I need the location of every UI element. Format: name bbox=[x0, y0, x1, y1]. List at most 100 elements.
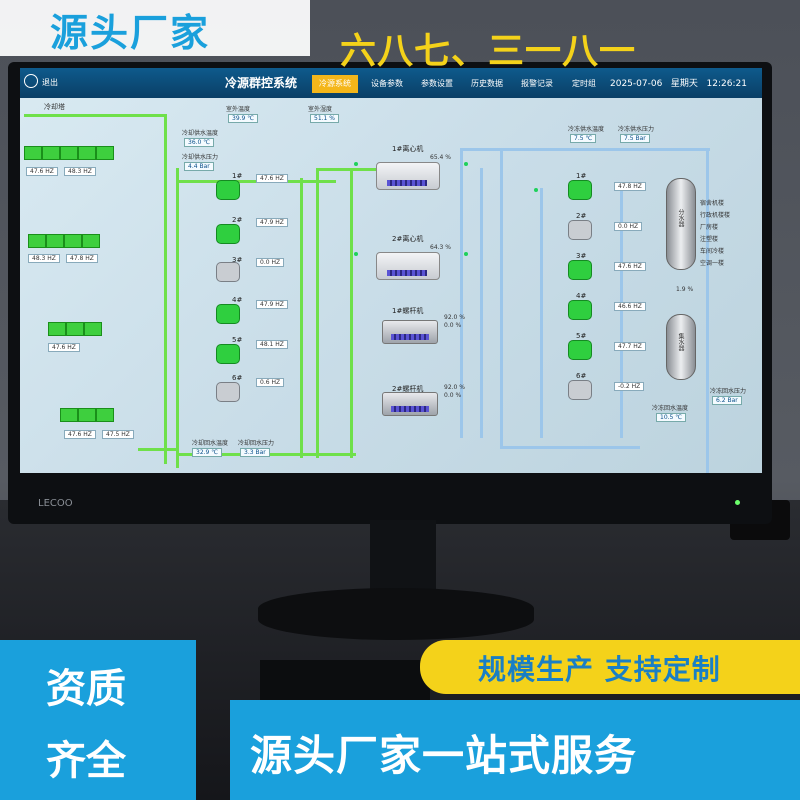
promo-bottom-panel bbox=[230, 700, 800, 800]
chilled-pump-2-label: 2# bbox=[576, 212, 587, 220]
logout-icon[interactable] bbox=[24, 74, 38, 88]
cooling-tower-fan[interactable] bbox=[42, 146, 60, 160]
cooling-tower-fan[interactable] bbox=[24, 146, 42, 160]
chiller-coil-icon bbox=[387, 180, 427, 186]
tab-device-params[interactable]: 设备参数 bbox=[371, 79, 403, 88]
cooling-pipe bbox=[176, 168, 179, 468]
tab-alarms[interactable]: 报警记录 bbox=[521, 79, 553, 88]
chw-supply-press: 7.5 Bar bbox=[620, 134, 650, 143]
chw-return-press: 6.2 Bar bbox=[712, 396, 742, 405]
branch-item[interactable]: 行政机楼楼 bbox=[700, 212, 731, 219]
chiller-coil-icon bbox=[391, 406, 429, 412]
chilled-pump-2-hz: 0.0 HZ bbox=[614, 222, 643, 231]
chilled-pump-3-hz: 47.6 HZ bbox=[614, 262, 646, 271]
centrifugal-chiller-1[interactable] bbox=[376, 162, 440, 190]
cooling-tower-fan[interactable] bbox=[60, 408, 78, 422]
cooling-pump-4-label: 4# bbox=[232, 296, 243, 304]
chw-supply-temp: 7.5 ℃ bbox=[570, 134, 597, 143]
chiller-1-load: 65.4 % bbox=[430, 154, 451, 161]
tab-history[interactable]: 历史数据 bbox=[471, 79, 503, 88]
cooling-pump-2-hz: 47.9 HZ bbox=[256, 218, 288, 227]
supply-header-tank[interactable]: 分水器 bbox=[666, 178, 696, 270]
chilled-pipe bbox=[500, 446, 640, 449]
chilled-pump-6[interactable] bbox=[568, 380, 592, 400]
branch-item[interactable]: 厂房楼 bbox=[700, 224, 719, 231]
cooling-tower-fan[interactable] bbox=[28, 234, 46, 248]
chilled-pipe bbox=[460, 148, 710, 151]
valve-indicator-icon bbox=[464, 252, 468, 256]
tab-param-settings[interactable]: 参数设置 bbox=[421, 79, 453, 88]
valve-indicator-icon bbox=[464, 162, 468, 166]
chilled-pump-4[interactable] bbox=[568, 300, 592, 320]
chw-return-temp: 10.5 ℃ bbox=[656, 413, 687, 422]
tab-chiller-system[interactable]: 冷源系统 bbox=[312, 75, 358, 93]
monitor-brand-logo: LECOO bbox=[38, 498, 73, 509]
branch-item[interactable]: 车间冷楼 bbox=[700, 248, 725, 255]
branch-item[interactable]: 宿舍机楼 bbox=[700, 200, 725, 207]
return-header-tank[interactable]: 集水器 bbox=[666, 314, 696, 380]
chw-supply-press-label: 冷冻供水压力 bbox=[618, 126, 655, 133]
screw-chiller-2[interactable] bbox=[382, 392, 438, 416]
promo-headline: 源头厂家 bbox=[50, 11, 211, 55]
logout-button[interactable]: 退出 bbox=[42, 78, 58, 87]
cooling-tower-fan[interactable] bbox=[60, 146, 78, 160]
centrifugal-chiller-2[interactable] bbox=[376, 252, 440, 280]
promo-bottom-text: 源头厂家一站式服务 bbox=[250, 731, 638, 780]
cooling-tower-fan[interactable] bbox=[96, 408, 114, 422]
branch-item[interactable]: 空调一楼 bbox=[700, 260, 725, 267]
chilled-pump-3[interactable] bbox=[568, 260, 592, 280]
cooling-tower-fan[interactable] bbox=[66, 322, 84, 336]
screw-2-load2: 0.0 % bbox=[444, 392, 462, 399]
monitor-stand bbox=[370, 520, 436, 600]
cooling-pump-4[interactable] bbox=[216, 304, 240, 324]
tower-hz: 47.6 HZ bbox=[64, 430, 96, 439]
chiller-coil-icon bbox=[391, 334, 429, 340]
chiller-2-load: 64.3 % bbox=[430, 244, 451, 251]
chilled-pump-5-hz: 47.7 HZ bbox=[614, 342, 646, 351]
cooling-pump-1[interactable] bbox=[216, 180, 240, 200]
chilled-pump-2[interactable] bbox=[568, 220, 592, 240]
tower-hz: 47.5 HZ bbox=[102, 430, 134, 439]
chilled-pump-5[interactable] bbox=[568, 340, 592, 360]
time: 12:26:21 bbox=[706, 79, 747, 89]
chilled-pump-1[interactable] bbox=[568, 180, 592, 200]
cooling-pump-6-hz: 0.6 HZ bbox=[256, 378, 285, 387]
cw-supply-press: 4.4 Bar bbox=[184, 162, 214, 171]
chilled-pump-4-label: 4# bbox=[576, 292, 587, 300]
screw-chiller-1[interactable] bbox=[382, 320, 438, 344]
cooling-tower-fan[interactable] bbox=[78, 408, 96, 422]
branch-item[interactable]: 注塑楼 bbox=[700, 236, 719, 243]
tower-hz: 48.3 HZ bbox=[28, 254, 60, 263]
cw-return-press: 3.3 Bar bbox=[240, 448, 270, 457]
cooling-tower-fan[interactable] bbox=[82, 234, 100, 248]
datetime: 2025-07-06 星期天 12:26:21 bbox=[610, 76, 747, 89]
cooling-pipe bbox=[24, 114, 164, 117]
cooling-pump-3[interactable] bbox=[216, 262, 240, 282]
cooling-pump-6[interactable] bbox=[216, 382, 240, 402]
tab-timers[interactable]: 定时组 bbox=[572, 79, 596, 88]
cooling-pipe bbox=[300, 178, 303, 458]
power-led-icon bbox=[735, 500, 740, 505]
cooling-pipe bbox=[350, 168, 353, 458]
cw-return-temp: 32.9 ℃ bbox=[192, 448, 223, 457]
valve-indicator-icon bbox=[534, 188, 538, 192]
cooling-tower-fan[interactable] bbox=[96, 146, 114, 160]
cooling-pump-2[interactable] bbox=[216, 224, 240, 244]
cooling-tower-fan[interactable] bbox=[84, 322, 102, 336]
cooling-pump-5[interactable] bbox=[216, 344, 240, 364]
hmi-top-bar: 退出 冷源群控系统 冷源系统 设备参数 参数设置 历史数据 报警记录 定时组 2… bbox=[20, 68, 762, 98]
chilled-pump-4-hz: 46.6 HZ bbox=[614, 302, 646, 311]
cooling-tower-fan[interactable] bbox=[46, 234, 64, 248]
cooling-pump-4-hz: 47.9 HZ bbox=[256, 300, 288, 309]
system-title: 冷源群控系统 bbox=[225, 76, 298, 90]
cooling-tower-fan[interactable] bbox=[48, 322, 66, 336]
cooling-tower-fan[interactable] bbox=[64, 234, 82, 248]
chilled-pipe bbox=[706, 148, 709, 473]
cooling-pump-2-label: 2# bbox=[232, 216, 243, 224]
cw-return-press-label: 冷却回水压力 bbox=[238, 440, 275, 447]
bypass-opening: 1.9 % bbox=[676, 286, 694, 293]
cooling-tower-fan[interactable] bbox=[78, 146, 96, 160]
cooling-pump-1-label: 1# bbox=[232, 172, 243, 180]
cooling-pipe bbox=[316, 168, 319, 458]
chilled-pipe bbox=[620, 188, 623, 438]
